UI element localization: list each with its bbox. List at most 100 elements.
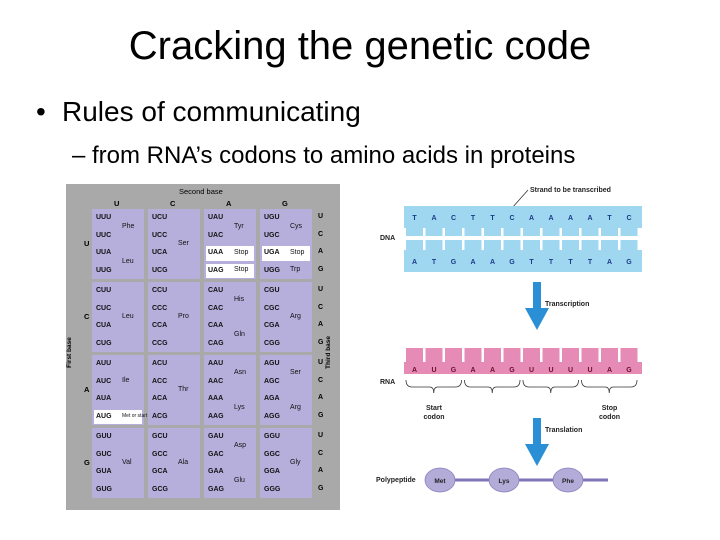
second-base-label: Second base <box>179 187 223 196</box>
dna-top-tooth <box>503 226 521 236</box>
codon-block <box>148 355 200 425</box>
rna-base: G <box>451 367 457 374</box>
dna-top-base: C <box>451 215 456 222</box>
rna-tooth <box>425 348 443 364</box>
codon: CAG <box>208 339 224 347</box>
codon-block <box>204 282 256 352</box>
codon: AAG <box>208 412 224 420</box>
dna-bottom-tooth <box>523 240 540 250</box>
amino-acid-ellipse <box>552 467 584 493</box>
codon-highlight <box>206 263 254 278</box>
codon: GAU <box>208 433 224 440</box>
codon: UAC <box>208 231 224 239</box>
dna-bottom-base: G <box>451 259 457 266</box>
amino-acid: Leu <box>122 313 134 320</box>
codon: AGC <box>264 377 280 385</box>
amino-acid: Ser <box>290 368 301 376</box>
codon: CUC <box>96 304 112 312</box>
third-base-G: G <box>318 484 324 492</box>
dna-top-tooth <box>406 226 423 236</box>
third-base-G: G <box>318 411 324 419</box>
codon: AAC <box>208 377 224 385</box>
codon-brace <box>522 379 579 394</box>
dna-bottom-tooth <box>542 240 560 250</box>
dna-top-base: T <box>412 215 417 222</box>
amino-acid: Met or start <box>122 413 148 420</box>
dna-top-tooth <box>484 226 501 236</box>
codon: AUU <box>96 360 112 367</box>
codon-brace <box>464 379 521 394</box>
codon: CUG <box>96 339 112 347</box>
amino-acid: Gln <box>234 330 245 338</box>
dna-bottom-tooth <box>445 240 462 250</box>
amino-acid: Ile <box>122 377 130 385</box>
codon-block <box>92 209 144 279</box>
codon: CGU <box>264 287 280 294</box>
dna-top-base: C <box>509 215 514 222</box>
amino-acid: Arg <box>290 403 301 411</box>
codon: UCA <box>152 249 168 256</box>
third-base-U: U <box>318 286 324 293</box>
codon: CCU <box>152 287 168 294</box>
rna-tooth <box>523 348 540 364</box>
codon: GGG <box>264 485 281 493</box>
start-codon-label-1: Start <box>426 405 443 412</box>
rna-tooth <box>464 348 482 364</box>
second-base-G: G <box>282 199 288 208</box>
dna-top-tooth <box>445 226 462 236</box>
codon: AAU <box>208 360 224 367</box>
rna-base: U <box>587 367 592 374</box>
codon: CAA <box>208 322 224 329</box>
third-base-A: A <box>318 248 324 255</box>
codon: GCU <box>152 433 168 440</box>
dna-bottom-base: T <box>432 259 437 266</box>
rna-tooth <box>620 348 638 364</box>
amino-acid: Thr <box>178 386 189 393</box>
rna-base: A <box>607 367 612 374</box>
dna-top-tooth <box>523 226 540 236</box>
amino-acid-ellipse <box>488 467 520 493</box>
codon: UGU <box>264 214 280 221</box>
amino-acid: Stop <box>234 248 249 256</box>
bullet-rules-text: Rules of communicating <box>62 96 361 127</box>
first-base-label: First base <box>65 337 73 368</box>
bullet-rules: •Rules of communicating <box>36 94 361 130</box>
codon-block <box>148 428 200 498</box>
dna-top-tooth <box>425 226 443 236</box>
codon: UAG <box>208 266 224 274</box>
codon: CGC <box>264 304 280 312</box>
amino-acid-label: Phe <box>562 478 574 485</box>
amino-acid: Arg <box>290 313 301 320</box>
amino-acid: Tyr <box>234 222 244 230</box>
codon: UAA <box>208 249 224 256</box>
codon-block <box>92 428 144 498</box>
codon: AGU <box>264 360 280 367</box>
codon: ACC <box>152 377 168 385</box>
dna-bottom-base: A <box>490 259 495 266</box>
codon: GUU <box>96 433 112 440</box>
codon: AUG <box>96 412 112 420</box>
rna-tooth <box>503 348 521 364</box>
rna-base: U <box>548 367 553 374</box>
amino-acid-label: Lys <box>499 478 510 485</box>
codon-highlight <box>206 246 254 261</box>
codon: GGA <box>264 468 280 475</box>
dna-top-tooth <box>620 226 638 236</box>
amino-acid: Leu <box>122 257 134 265</box>
second-base-U: U <box>114 199 120 208</box>
dna-bottom-base: A <box>412 259 417 266</box>
dna-top-tooth <box>601 226 618 236</box>
rna-tooth <box>406 348 423 364</box>
codon: GAA <box>208 468 224 475</box>
dna-top-tooth <box>581 226 599 236</box>
dna-top-tooth <box>542 226 560 236</box>
codon-brace <box>581 379 638 394</box>
dna-top-base: A <box>548 215 553 222</box>
first-base-A: A <box>84 385 90 394</box>
dna-bottom-tooth <box>464 240 482 250</box>
translation-arrow-shaft <box>533 418 541 446</box>
dna-top-base: T <box>490 215 495 222</box>
amino-acid: Ser <box>178 240 189 247</box>
dna-top-base: T <box>607 215 612 222</box>
